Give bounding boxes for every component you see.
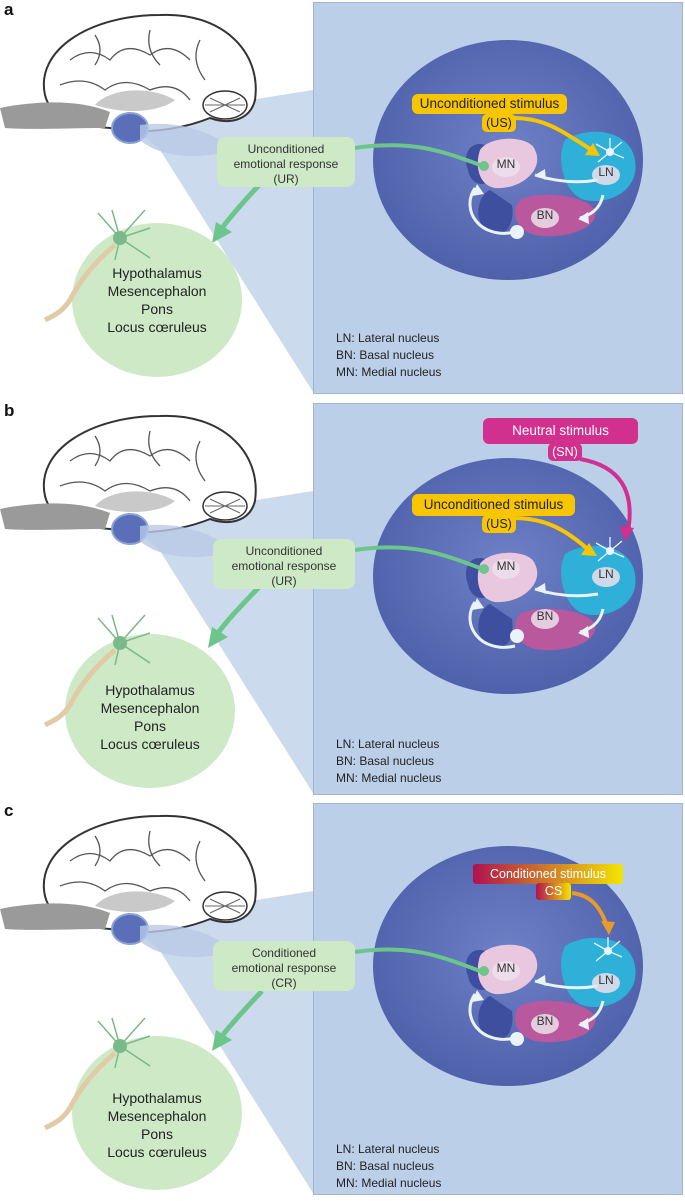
neuron-icon: [43, 614, 151, 728]
target-circle: [65, 634, 235, 788]
sn-sub-label: (SN): [548, 443, 582, 461]
brain-icon: [0, 13, 257, 156]
brain-icon: [0, 414, 257, 557]
unconditioned-stimulus-box: Unconditioned stimulus: [412, 94, 567, 114]
response-label: Unconditioned emotional response (UR): [213, 544, 355, 589]
panel-c: c Conditioned emotional response (CR) Co…: [0, 801, 685, 1201]
target-pons: Pons: [134, 718, 166, 734]
legend-ln: LN: Lateral nucleus: [336, 331, 440, 345]
response-line-1: Unconditioned: [247, 142, 325, 156]
unconditioned-stimulus-box: Unconditioned stimulus: [412, 494, 575, 516]
target-list: Hypothalamus Mesencephalon Pons Locus cœ…: [72, 1089, 242, 1161]
legend-ln: LN: Lateral nucleus: [336, 737, 440, 751]
legend-mn: MN: Medial nucleus: [336, 365, 442, 379]
response-line-2: emotional response: [233, 157, 339, 171]
legend-bn: BN: Basal nucleus: [336, 754, 435, 768]
legend-bn: BN: Basal nucleus: [336, 1159, 435, 1173]
target-circle: [72, 223, 242, 377]
ln-label: LN: [592, 973, 620, 993]
target-mesencephalon: Mesencephalon: [107, 283, 207, 299]
target-list: Hypothalamus Mesencephalon Pons Locus cœ…: [65, 681, 235, 753]
mn-label: MN: [492, 961, 520, 981]
legend: LN: Lateral nucleus BN: Basal nucleus MN…: [336, 330, 441, 381]
bn-label: BN: [531, 609, 559, 629]
mn-label: MN: [492, 157, 520, 177]
ln-label: LN: [592, 567, 620, 587]
us-sub-label: (US): [482, 114, 516, 132]
neutral-stimulus-box: Neutral stimulus: [483, 418, 638, 444]
response-line-2: emotional response: [231, 961, 337, 975]
panel-letter: a: [4, 0, 14, 19]
panel-letter: b: [4, 401, 15, 420]
target-locus-coeruleus: Locus cœruleus: [107, 1144, 207, 1160]
legend: LN: Lateral nucleus BN: Basal nucleus MN…: [336, 1141, 441, 1192]
ln-label: LN: [592, 165, 620, 185]
neuron-icon: [43, 1017, 151, 1131]
brain-icon: [0, 814, 257, 957]
panel-c-illustration: [0, 814, 643, 1193]
legend-bn: BN: Basal nucleus: [336, 348, 435, 362]
neuron-icon: [43, 209, 151, 323]
target-pons: Pons: [141, 1126, 173, 1142]
response-line-3: (UR): [271, 574, 297, 588]
us-sub-label: (US): [482, 515, 516, 533]
response-line-1: Conditioned: [251, 946, 317, 960]
target-mesencephalon: Mesencephalon: [100, 700, 200, 716]
response-line-1: Unconditioned: [245, 544, 323, 558]
bn-label: BN: [531, 1014, 559, 1034]
target-circle: [72, 1036, 242, 1190]
target-locus-coeruleus: Locus cœruleus: [107, 319, 207, 335]
panel-letter: c: [4, 801, 14, 820]
bn-label: BN: [531, 208, 559, 228]
cs-sub-label: CS: [544, 884, 563, 898]
mn-label: MN: [492, 559, 520, 579]
response-label: Conditioned emotional response (CR): [213, 946, 355, 991]
target-mesencephalon: Mesencephalon: [107, 1108, 207, 1124]
legend-mn: MN: Medial nucleus: [336, 1176, 442, 1190]
legend: LN: Lateral nucleus BN: Basal nucleus MN…: [336, 736, 441, 787]
response-line-3: (CR): [271, 976, 297, 990]
target-locus-coeruleus: Locus cœruleus: [100, 736, 200, 752]
target-hypothalamus: Hypothalamus: [105, 682, 195, 698]
response-line-3: (UR): [273, 172, 299, 186]
panel-b: b Unconditioned emotional response (UR) …: [0, 401, 685, 801]
target-pons: Pons: [141, 301, 173, 317]
panel-a: a Unconditioned emotional response (UR) …: [0, 0, 685, 400]
response-label: Unconditioned emotional response (UR): [217, 142, 355, 187]
target-hypothalamus: Hypothalamus: [112, 1090, 202, 1106]
response-line-2: emotional response: [231, 559, 337, 573]
target-list: Hypothalamus Mesencephalon Pons Locus cœ…: [72, 264, 242, 336]
conditioned-stimulus-box: Conditioned stimulus: [489, 867, 607, 881]
target-hypothalamus: Hypothalamus: [112, 265, 202, 281]
legend-mn: MN: Medial nucleus: [336, 771, 442, 785]
legend-ln: LN: Lateral nucleus: [336, 1142, 440, 1156]
